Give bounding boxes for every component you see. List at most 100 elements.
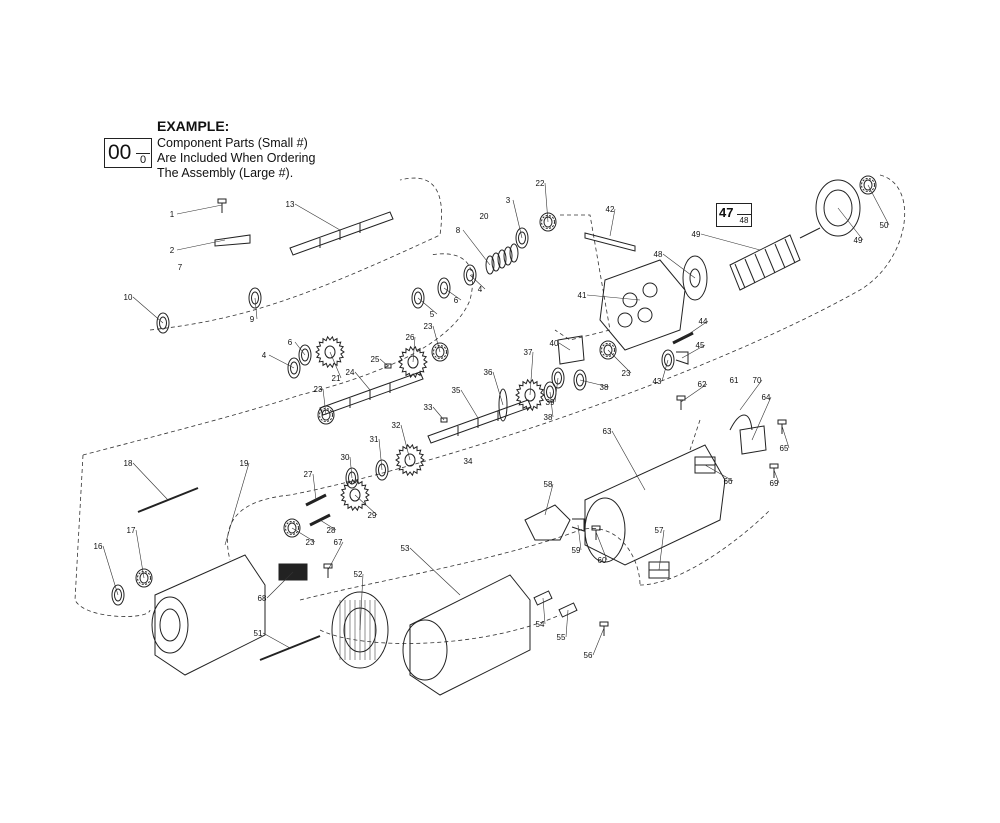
part-5: [248, 287, 262, 309]
legend: EXAMPLE: 00 0 Component Parts (Small #) …: [104, 118, 364, 188]
leader-line: [577, 524, 582, 551]
leader-line: [565, 609, 569, 638]
leader-line: [268, 354, 295, 369]
part-63: [591, 525, 601, 540]
part-31: [573, 369, 587, 391]
callout-13: 13: [286, 200, 295, 209]
callout-62: 62: [698, 380, 707, 389]
leader-line: [322, 388, 327, 416]
callout-35: 35: [452, 386, 461, 395]
callout-60: 60: [598, 556, 607, 565]
callout-4: 4: [262, 351, 267, 360]
legend-line-3: The Assembly (Large #).: [157, 166, 294, 180]
callout-55: 55: [557, 633, 566, 642]
part-46: [739, 425, 767, 455]
leader-line: [607, 349, 632, 374]
callout-38: 38: [544, 413, 553, 422]
callout-19: 19: [240, 459, 249, 468]
leader-line: [294, 341, 306, 356]
part-62: [571, 518, 585, 532]
leader-line: [586, 294, 641, 301]
callout-51: 51: [254, 629, 263, 638]
callout-44: 44: [699, 317, 708, 326]
leader-line: [460, 389, 479, 419]
leader-line: [378, 438, 383, 471]
leader-line: [609, 208, 616, 237]
callout-70: 70: [753, 376, 762, 385]
part-29: [551, 367, 565, 389]
callout-33: 33: [424, 403, 433, 412]
leader-line: [132, 296, 164, 324]
part-15: [315, 335, 345, 369]
leader-line: [661, 359, 669, 382]
leader-line: [432, 325, 441, 353]
callout-34: 34: [464, 457, 473, 466]
part-43: [676, 395, 686, 410]
callout-16: 16: [94, 542, 103, 551]
callout-67: 67: [334, 538, 343, 547]
legend-box-small: 0: [136, 153, 150, 167]
leader-line: [400, 424, 411, 461]
leader-line: [176, 204, 223, 215]
leader-line: [592, 627, 605, 656]
part-47: [777, 419, 787, 434]
callout-37: 37: [524, 348, 533, 357]
callout-23: 23: [306, 538, 315, 547]
part-4: [156, 312, 170, 334]
callout-8: 8: [456, 226, 461, 235]
part-50: [769, 463, 779, 478]
part-35: [584, 232, 636, 252]
part-70: [599, 621, 609, 636]
part-55: [340, 478, 370, 512]
part-38: [815, 179, 861, 237]
part-37: [729, 227, 821, 291]
callout-25: 25: [371, 355, 380, 364]
callout-49: 49: [692, 230, 701, 239]
callout-7: 7: [178, 263, 183, 272]
leader-line: [132, 462, 169, 501]
part-1: [214, 234, 251, 247]
part-12: [411, 287, 425, 309]
part-8: [539, 212, 557, 232]
callout-65: 65: [780, 444, 789, 453]
callout-63: 63: [603, 427, 612, 436]
legend-box-large: 00: [108, 141, 132, 164]
assembly-large-number: 47: [719, 205, 734, 220]
legend-line-1: Component Parts (Small #): [157, 136, 308, 150]
callout-56: 56: [584, 651, 593, 660]
leader-line: [867, 184, 890, 226]
leader-line: [549, 391, 554, 418]
callout-30: 30: [341, 453, 350, 462]
part-39: [859, 175, 877, 195]
callout-36: 36: [484, 368, 493, 377]
legend-assembly-box: 00 0: [104, 138, 152, 168]
leader-line: [409, 547, 461, 596]
part-21: [427, 399, 532, 444]
leader-line: [354, 494, 378, 516]
part-52: [151, 554, 266, 676]
leader-line: [349, 456, 353, 479]
part-26: [375, 459, 389, 481]
leader-line: [469, 274, 486, 290]
callout-61: 61: [730, 376, 739, 385]
leader-line: [262, 632, 291, 649]
callout-10: 10: [124, 293, 133, 302]
leader-line: [417, 297, 438, 315]
leader-line: [544, 483, 554, 516]
leader-line: [319, 519, 337, 531]
part-36: [682, 255, 708, 301]
callout-38: 38: [600, 383, 609, 392]
leader-line: [558, 342, 571, 351]
part-65: [402, 574, 531, 696]
part-3: [289, 211, 394, 256]
part-14: [298, 344, 312, 366]
callout-66: 66: [724, 477, 733, 486]
leader-line: [266, 571, 294, 599]
callout-40: 40: [550, 339, 559, 348]
part-41: [675, 351, 689, 365]
leader-line: [662, 253, 696, 279]
part-18: [398, 345, 428, 379]
callout-6: 6: [288, 338, 293, 347]
callout-42: 42: [606, 205, 615, 214]
